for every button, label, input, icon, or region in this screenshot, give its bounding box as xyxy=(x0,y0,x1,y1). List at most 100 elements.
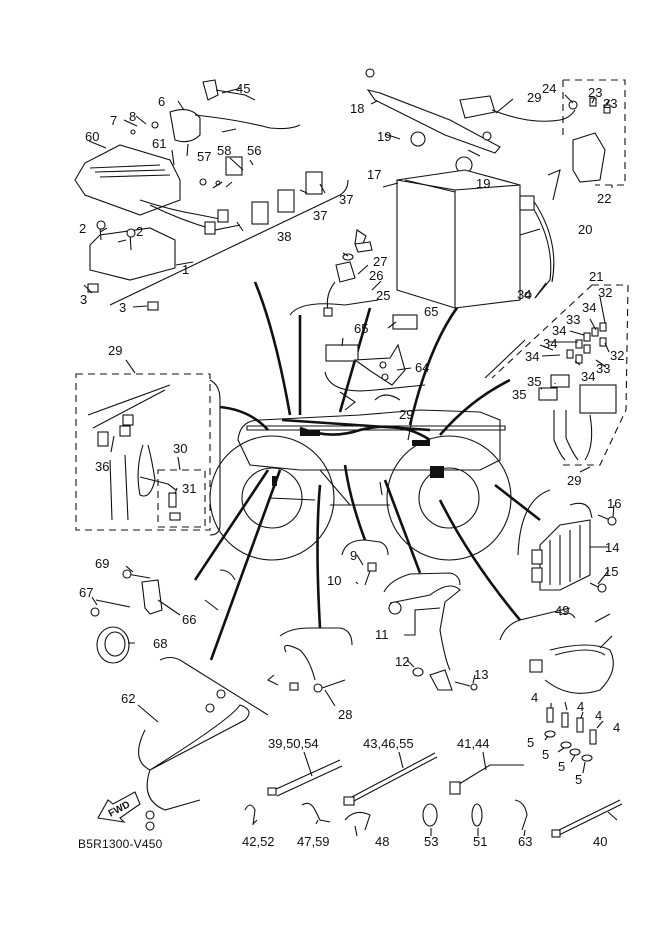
callout-label: 63 xyxy=(518,834,533,849)
callout-label: 29 xyxy=(399,407,414,422)
callout-label: 20 xyxy=(578,222,593,237)
callout-label: 49 xyxy=(555,603,570,618)
callout-label: 5 xyxy=(575,772,583,787)
callout-label: 53 xyxy=(424,834,439,849)
ties-clamps-group xyxy=(244,752,623,838)
callout-label: 65 xyxy=(354,321,369,336)
callout-label: 4 xyxy=(531,690,539,705)
callout-label: 34 xyxy=(552,323,567,338)
callout-label: 48 xyxy=(375,834,390,849)
callout-label: 33 xyxy=(596,361,611,376)
callout-label: 29 xyxy=(108,343,123,358)
callout-label: 66 xyxy=(182,612,197,627)
washers xyxy=(544,730,593,762)
callout-label: 2 xyxy=(79,221,87,236)
terminal-group xyxy=(529,612,614,762)
switch-terminals xyxy=(546,707,597,745)
callout-label: 17 xyxy=(367,167,382,182)
group-outlines xyxy=(109,179,571,716)
callout-label: 19 xyxy=(377,129,392,144)
callout-label: 10 xyxy=(327,573,342,588)
callout-leaders xyxy=(83,87,618,837)
callout-label: 58 xyxy=(217,143,232,158)
callout-label: 64 xyxy=(415,360,430,375)
callout-label: 28 xyxy=(338,707,353,722)
callout-label: 5 xyxy=(558,759,566,774)
callout-label: 24 xyxy=(542,81,557,96)
callout-label: 57 xyxy=(197,149,212,164)
harness-detail-group xyxy=(75,373,211,531)
callout-label: 34 xyxy=(525,349,540,364)
sensor-group xyxy=(267,562,478,693)
callout-label: 41,44 xyxy=(457,736,490,751)
callout-label: 36 xyxy=(95,459,110,474)
callout-label: 2 xyxy=(136,224,144,239)
callout-label: 38 xyxy=(277,229,292,244)
callout-label: 32 xyxy=(610,348,625,363)
callout-label: 29 xyxy=(527,90,542,105)
callout-label: 16 xyxy=(607,496,622,511)
callout-label: 6 xyxy=(158,94,166,109)
callout-label: 45 xyxy=(236,81,251,96)
callout-label: 4 xyxy=(613,720,621,735)
callout-label: 3 xyxy=(80,292,88,307)
callout-label: 51 xyxy=(473,834,488,849)
callout-label: 34 xyxy=(581,369,596,384)
callout-label: 12 xyxy=(395,654,410,669)
callout-label: 42,52 xyxy=(242,834,275,849)
callout-label: 29 xyxy=(567,473,582,488)
main-switch-group xyxy=(323,229,373,317)
callout-label: 39,50,54 xyxy=(268,736,319,751)
callout-label: 23 xyxy=(603,96,618,111)
callout-label: 33 xyxy=(566,312,581,327)
callout-label: 3 xyxy=(119,300,127,315)
atv-vehicle-outline xyxy=(209,391,512,561)
callout-label: 34 xyxy=(582,300,597,315)
callout-label: 5 xyxy=(527,735,535,750)
callout-label: 60 xyxy=(85,129,100,144)
callout-label: 23 xyxy=(588,85,603,100)
callout-label: 32 xyxy=(598,285,613,300)
callout-label: 5 xyxy=(542,747,550,762)
callout-label: 61 xyxy=(152,136,167,151)
callout-label: 37 xyxy=(339,192,354,207)
group-leader-lines xyxy=(193,281,541,661)
callout-label: 19 xyxy=(476,176,491,191)
drawing-code: B5R1300-V450 xyxy=(78,837,163,851)
callout-label: 7 xyxy=(110,113,118,128)
relay-bracket-group xyxy=(325,314,418,386)
callout-label: 35 xyxy=(527,374,542,389)
callout-label: 69 xyxy=(95,556,110,571)
callout-label: 31 xyxy=(182,481,197,496)
callout-label: 40 xyxy=(593,834,608,849)
callout-label: 4 xyxy=(595,708,603,723)
callout-label: 4 xyxy=(577,699,585,714)
callout-label: 18 xyxy=(350,101,365,116)
callout-label: 35 xyxy=(512,387,527,402)
fuses xyxy=(566,322,607,364)
callout-label: 27 xyxy=(373,254,388,269)
callout-label: 30 xyxy=(173,441,188,456)
callout-label: 68 xyxy=(153,636,168,651)
callout-label: 43,46,55 xyxy=(363,736,414,751)
fwd-arrow xyxy=(97,791,141,823)
ecu-coil-relay-group xyxy=(74,79,323,311)
fuse-box-group xyxy=(491,284,629,466)
rectifier-regulator-group xyxy=(531,502,617,593)
callout-label: 22 xyxy=(597,191,612,206)
callout-label: 14 xyxy=(605,540,620,555)
callout-label: 8 xyxy=(129,109,137,124)
callout-label: 15 xyxy=(604,564,619,579)
callout-label: 62 xyxy=(121,691,136,706)
battery-relay-group xyxy=(365,68,626,309)
callout-label: 26 xyxy=(369,268,384,283)
callout-label: 9 xyxy=(350,548,358,563)
battery-cable-group xyxy=(138,689,250,831)
callout-label: 11 xyxy=(375,627,389,642)
callout-label: 56 xyxy=(247,143,262,158)
horn-group xyxy=(90,569,163,664)
callout-label: 47,59 xyxy=(297,834,330,849)
callout-label: 67 xyxy=(79,585,94,600)
